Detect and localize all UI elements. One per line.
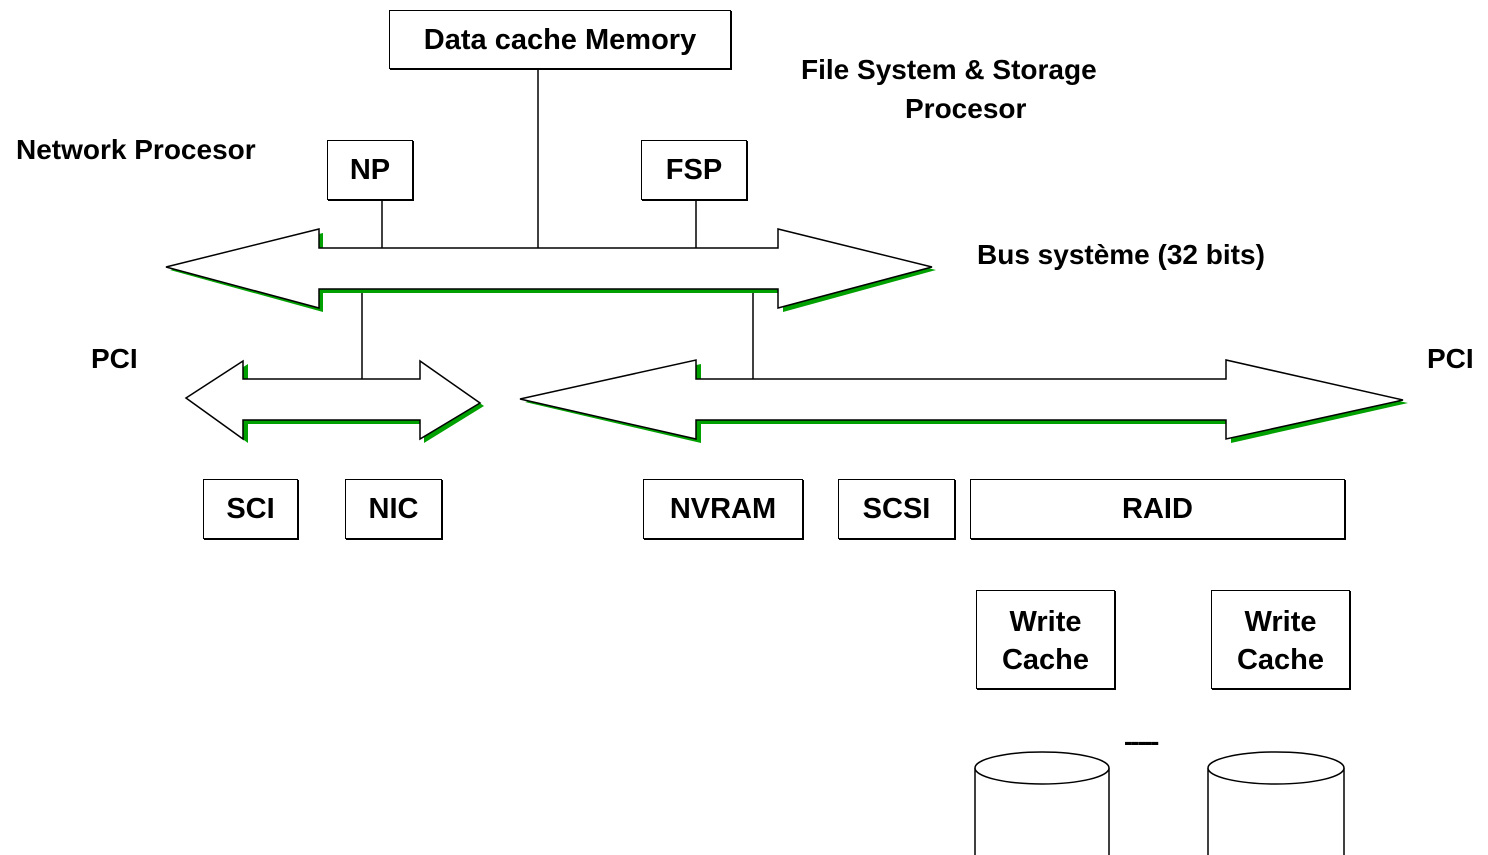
system-bus-body [165,228,933,309]
pci-right-arrow [519,359,1408,443]
pci-left-body [184,359,482,441]
data-cache-memory-box: Data cache Memory [389,10,731,69]
scsi-box: SCSI [838,479,955,539]
disk-ellipsis: ----- [1124,726,1159,756]
nic-box: NIC [345,479,442,539]
system-bus-arrow [165,228,936,312]
write-cache-box-1: Write Cache [976,590,1115,689]
fs-processor-label-line1: File System & Storage [801,54,1097,85]
pci-left-arrow [184,359,484,443]
network-processor-label: Network Procesor [16,134,256,165]
nic-label: NIC [368,493,419,525]
scsi-label: SCSI [862,493,931,525]
pci-right-label: PCI [1427,343,1474,374]
write-cache-2-line1: Write [1244,605,1317,638]
pci-right-body [519,359,1404,440]
fsp-label: FSP [665,154,723,186]
write-cache-2-line2: Cache [1236,643,1325,676]
data-cache-memory-label: Data cache Memory [423,23,697,56]
fsp-box: FSP [641,140,747,200]
write-cache-box-2: Write Cache [1211,590,1350,689]
raid-box: RAID [970,479,1345,539]
system-bus-label: Bus système (32 bits) [977,239,1265,270]
np-box: NP [327,140,413,200]
raid-label: RAID [1122,493,1193,525]
write-cache-1-line1: Write [1009,605,1082,638]
sci-label: SCI [226,493,275,525]
nvram-label: NVRAM [669,493,777,525]
write-cache-1-line2: Cache [1001,643,1090,676]
fs-processor-label-line2: Procesor [905,93,1027,124]
connector-lines [361,68,754,386]
sci-box: SCI [203,479,298,539]
disk-cylinder-icon [974,751,1110,855]
disk-cylinder-icon [1207,751,1345,855]
pci-left-label: PCI [91,343,138,374]
nvram-box: NVRAM [643,479,803,539]
np-label: NP [349,154,391,186]
